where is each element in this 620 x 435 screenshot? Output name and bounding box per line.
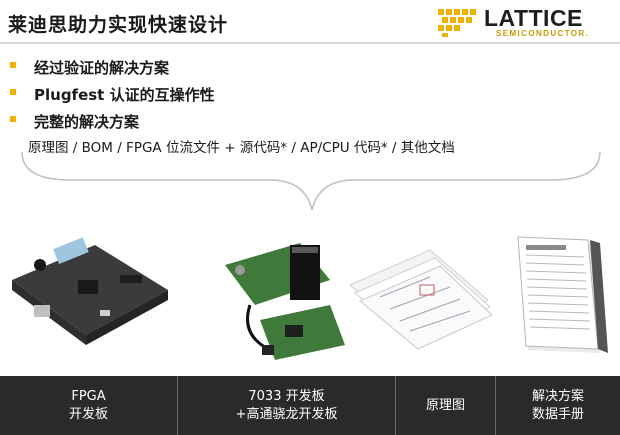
footer-cell-line2: 开发板 bbox=[68, 406, 108, 422]
footer-cell-line1: FPGA bbox=[71, 388, 106, 404]
footer-cell-line2: 数据手册 bbox=[531, 406, 584, 422]
bullet-text: Plugfest 认证的互操作性 bbox=[34, 86, 215, 104]
bullet-text: 完整的解决方案 bbox=[34, 113, 140, 131]
deliverables-line: 原理图 / BOM / FPGA 位流文件 + 源代码* / AP/CPU 代码… bbox=[28, 140, 455, 156]
footer-cell-line1: 原理图 bbox=[425, 397, 465, 413]
schematic-sheets-image bbox=[349, 249, 493, 350]
title-divider bbox=[0, 42, 620, 44]
footer-cell-schematic: 原理图 bbox=[396, 376, 496, 435]
bullet-marker-icon bbox=[10, 89, 16, 95]
bullet-text: 经过验证的解决方案 bbox=[34, 59, 170, 77]
curly-brace-icon bbox=[21, 151, 601, 211]
lattice-logo-icon bbox=[438, 9, 476, 37]
footer-cell-line2: +高通骁龙开发板 bbox=[235, 406, 338, 422]
page-title: 莱迪思助力实现快速设计 bbox=[8, 14, 229, 36]
datasheet-image bbox=[517, 236, 608, 353]
bullet-marker-icon bbox=[10, 116, 16, 122]
logo-subtitle: SEMICONDUCTOR. bbox=[496, 29, 590, 38]
logo-wordmark: LATTICE bbox=[484, 5, 583, 31]
footer-bar: FPGA 开发板 7033 开发板 +高通骁龙开发板 原理图 解决方案 数据手册 bbox=[0, 376, 620, 435]
footer-cell-fpga-board: FPGA 开发板 bbox=[0, 376, 178, 435]
footer-cell-datasheet: 解决方案 数据手册 bbox=[496, 376, 620, 435]
bullet-marker-icon bbox=[10, 62, 16, 68]
dev-board-stack-image bbox=[225, 243, 345, 360]
product-images bbox=[12, 236, 608, 360]
footer-cell-line1: 7033 开发板 bbox=[248, 388, 325, 404]
lattice-logo: LATTICE SEMICONDUCTOR. bbox=[436, 5, 608, 39]
fpga-board-image bbox=[12, 237, 168, 345]
footer-cell-line1: 解决方案 bbox=[531, 388, 584, 404]
footer-cell-7033-board: 7033 开发板 +高通骁龙开发板 bbox=[178, 376, 396, 435]
